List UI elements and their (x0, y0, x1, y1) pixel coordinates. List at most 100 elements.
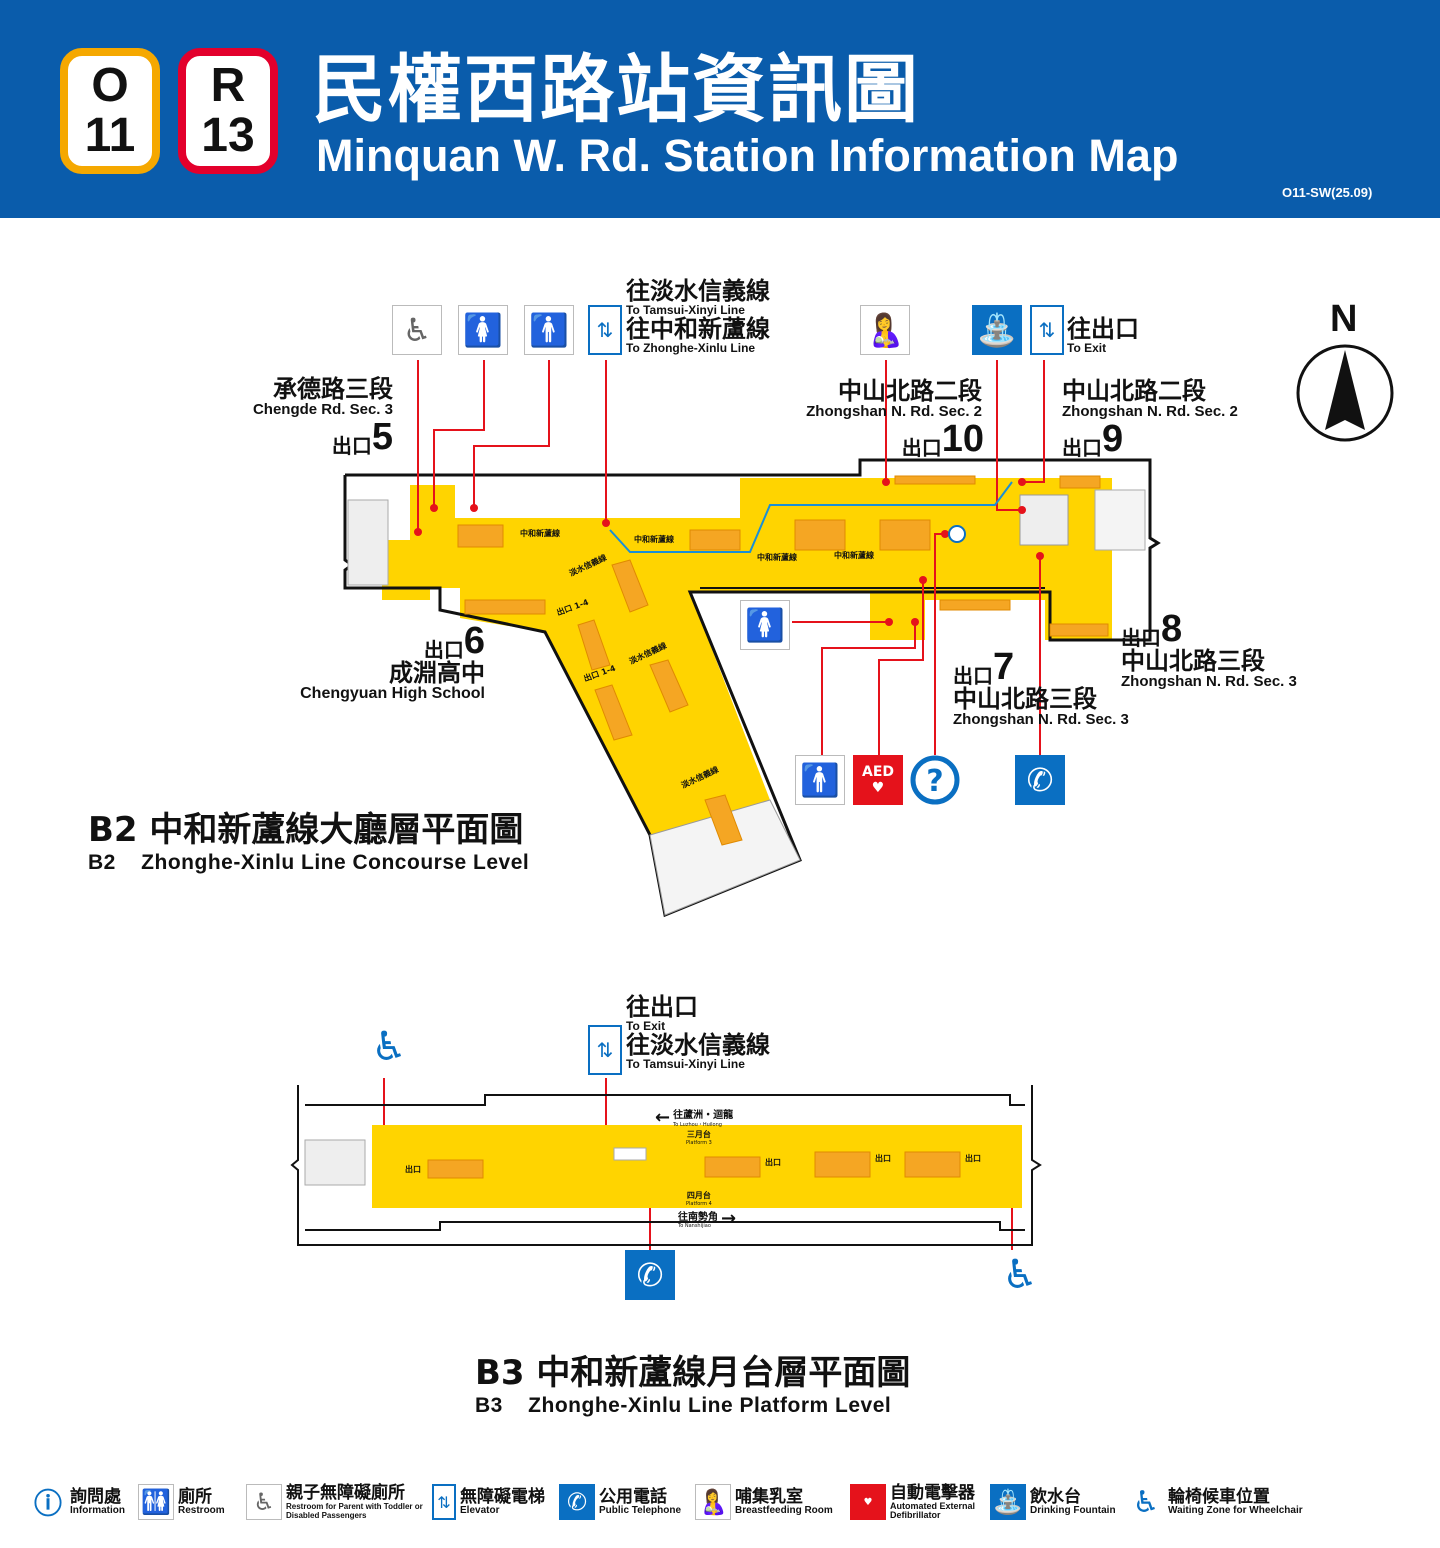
badge-letter: R (210, 59, 246, 112)
exit-street-en: Chengde Rd. Sec. 3 (252, 401, 393, 418)
escalators (457, 475, 1109, 846)
legend-en: Information (70, 1505, 125, 1516)
exit-street-en: Zhongshan N. Rd. Sec. 3 (953, 711, 1129, 728)
platform-zh: 三月台 (686, 1130, 711, 1139)
family-restroom-icon: ♿ (392, 305, 442, 355)
legend-zh: 自動電擊器 (890, 1483, 975, 1503)
wheelchair-icon: ♿ (1132, 1484, 1160, 1520)
svg-text:?: ? (926, 764, 943, 799)
label-en: To Zhonghe-Xinlu Line (626, 341, 756, 355)
legend-zh: 詢問處 (70, 1487, 121, 1507)
badge-number: 11 (84, 109, 136, 162)
direction-en: To Nanshijiao (678, 1223, 711, 1229)
breastfeeding-icon: 🤱 (695, 1484, 731, 1520)
platform-en: Platform 3 (686, 1140, 712, 1146)
platform-zh: 四月台 (686, 1191, 711, 1200)
male-restroom-icon: 🚹 (524, 305, 574, 355)
legend-en: Breastfeeding Room (735, 1505, 833, 1516)
direction-label: 中和新蘆線 (634, 535, 674, 544)
direction-en: To Luzhou・Huilong (673, 1122, 722, 1128)
legend-zh: 廁所 (178, 1487, 212, 1507)
legend-zh: 公用電話 (599, 1487, 667, 1507)
exit-street-zh: 中山北路二段 (838, 377, 982, 405)
elevator-icon: ⇅ (432, 1484, 456, 1520)
label-zh: 往出口 (1067, 315, 1139, 343)
exit-label: 出口 (875, 1154, 891, 1163)
label-zh: 往出口 (626, 993, 698, 1021)
exit-label: 出口 (405, 1165, 421, 1174)
direction-label: 中和新蘆線 (834, 551, 874, 560)
label-zh: 往淡水信義線 (626, 1031, 770, 1059)
elevator-icon: ⇅ (588, 1025, 622, 1075)
exit-word: 出口 (331, 434, 372, 458)
exit-number: 9 (1102, 418, 1124, 460)
aed-icon: ♥ (850, 1484, 886, 1520)
concourse-elevator-label: 往淡水信義線 To Tamsui-Xinyi Line 往中和新蘆線 To Zh… (626, 278, 770, 354)
exit-number: 6 (463, 620, 485, 662)
exit-street-zh: 中山北路三段 (1121, 647, 1265, 675)
page-title-en: Minquan W. Rd. Station Information Map (316, 130, 1179, 181)
direction-zh: 往蘆洲・迴龍 (673, 1110, 734, 1121)
legend-en: Restroom for Parent with Toddler or Disa… (286, 1502, 423, 1520)
breastfeeding-icon: 🤱 (860, 305, 910, 355)
platform-en: Platform 4 (686, 1201, 712, 1207)
concourse-floor-title: B2 中和新蘆線大廳層平面圖 B2 Zhonghe-Xinlu Line Con… (88, 802, 529, 875)
exit-word: 出口 (423, 638, 464, 662)
exit-word: 出口 (901, 436, 942, 460)
concourse-void (455, 478, 740, 518)
platform-wall (290, 1085, 1042, 1246)
female-restroom-icon: 🚺 (740, 600, 790, 650)
legend-zh: 輪椅候車位置 (1168, 1487, 1270, 1507)
exit-number: 10 (941, 418, 984, 460)
compass-icon (1296, 344, 1394, 442)
exit-label: 出口 (765, 1158, 781, 1167)
direction-zh: 往南勢角 (678, 1212, 718, 1223)
concourse-area (382, 478, 1112, 835)
concourse-wall (343, 458, 1161, 918)
legend-en: Public Telephone (599, 1505, 682, 1516)
legend-zh: 飲水台 (1030, 1487, 1081, 1507)
exit-street-zh: 承德路三段 (273, 375, 393, 403)
floor-title-zh: B2 中和新蘆線大廳層平面圖 (88, 810, 524, 850)
arrow-right-icon: → (721, 1208, 737, 1229)
exit-street-en: Zhongshan N. Rd. Sec. 2 (1062, 403, 1238, 420)
facility-points (414, 478, 1044, 1157)
exit-street-en: Zhongshan N. Rd. Sec. 3 (1121, 673, 1297, 690)
accessible-route (609, 481, 1013, 553)
legend-en: Drinking Fountain (1030, 1505, 1116, 1516)
exit-street-zh: 中山北路三段 (953, 685, 1097, 713)
wheelchair-icon: ♿ (364, 1022, 414, 1072)
badge-letter: O (91, 59, 129, 112)
platform-elevator-label: 往出口 To Exit 往淡水信義線 To Tamsui-Xinyi Line (626, 994, 770, 1070)
exit-number: 7 (993, 646, 1015, 688)
label-zh: 往淡水信義線 (626, 277, 770, 305)
female-restroom-icon: 🚺 (458, 305, 508, 355)
telephone-icon: ✆ (559, 1484, 595, 1520)
legend-en: Elevator (460, 1505, 500, 1516)
floor-title-zh: B3 中和新蘆線月台層平面圖 (475, 1353, 911, 1393)
badge-number: 13 (201, 109, 255, 162)
drinking-fountain-icon: ⛲ (972, 305, 1022, 355)
exit-street-zh: 中山北路二段 (1062, 377, 1206, 405)
exit-street-zh: 成淵高中 (389, 659, 485, 687)
direction-label: 中和新蘆線 (757, 553, 797, 562)
exit-elevator-label: 往出口 To Exit (1067, 316, 1139, 354)
legend-zh: 哺集乳室 (735, 1487, 803, 1507)
map-code: O11-SW(25.09) (1282, 185, 1373, 200)
